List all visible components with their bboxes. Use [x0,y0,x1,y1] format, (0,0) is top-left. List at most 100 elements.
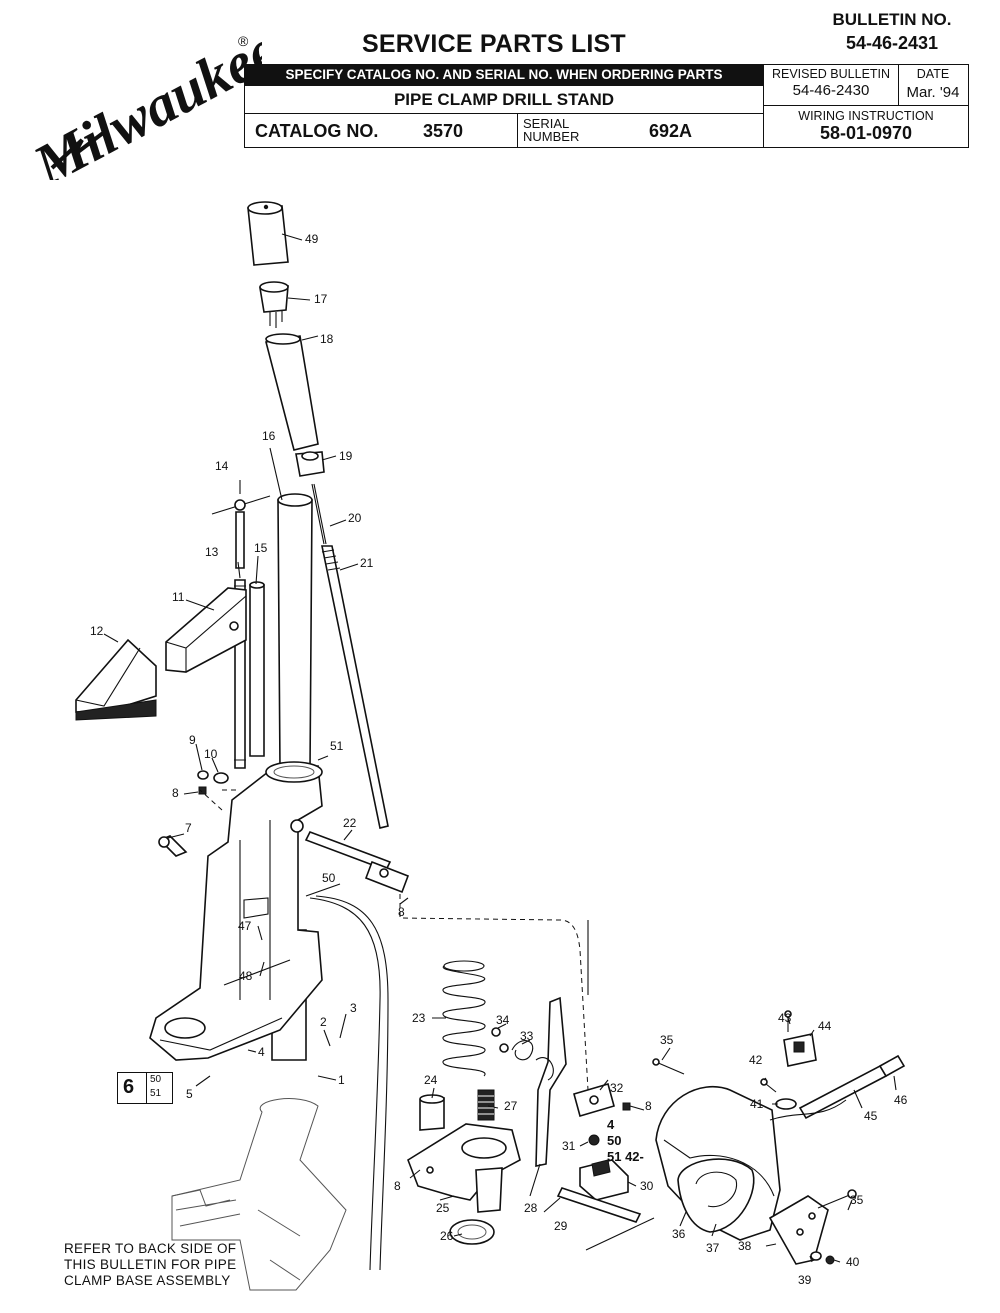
serial-label: SERIAL NUMBER [523,116,580,144]
callout-35b: 35 [850,1193,864,1207]
header-table: SPECIFY CATALOG NO. AND SERIAL NO. WHEN … [244,64,969,148]
serial-divider [517,114,518,148]
part-49-cap [247,201,289,266]
callout-45: 45 [864,1109,878,1123]
part-7-bolt [158,835,188,857]
callout-21: 21 [360,556,374,570]
callout-8c: 8 [645,1099,652,1113]
document-title: SERVICE PARTS LIST [362,30,626,58]
callout-39: 39 [798,1273,812,1287]
callout-26: 26 [440,1229,454,1243]
callout-14: 14 [215,459,229,473]
callout-24: 24 [424,1073,438,1087]
part-12-v-block [75,638,157,721]
part-19-nut [295,451,325,477]
part-31-nut [588,1134,600,1146]
pipe-clamp-base-outline [171,1098,347,1291]
part-27-spring [477,1089,495,1121]
callout-15: 15 [254,541,268,555]
revised-bulletin-cell: REVISED BULLETIN 54-46-2430 [764,65,899,105]
date-label: DATE [916,67,950,81]
partial-line-3: 51 42- [607,1149,644,1164]
callout-4: 4 [258,1045,265,1059]
callout-5: 5 [186,1087,193,1101]
part-26-clip [449,1219,495,1245]
callout-32: 32 [610,1081,624,1095]
part-40-nut [825,1255,835,1265]
partial-legend-text: 4 50 51 42- [607,1117,644,1165]
catalog-number: 3570 [423,121,464,141]
callout-40: 40 [846,1255,860,1269]
part-34-screws [491,1027,509,1053]
callout-8: 8 [172,786,179,800]
wiring-label: WIRING INSTRUCTION [798,109,934,123]
callout-28: 28 [524,1201,538,1215]
reference-box: 6 50 51 [117,1072,173,1104]
part-14-t-handle [211,495,271,569]
callout-47: 47 [238,919,252,933]
callout-41: 41 [750,1097,764,1111]
callout-44: 44 [818,1019,832,1033]
partial-line-2: 50 [607,1133,622,1148]
part-35-screw-b [817,1189,857,1209]
bulletin-info-block: REVISED BULLETIN 54-46-2430 DATE Mar. '9… [763,65,968,147]
callout-43: 43 [778,1011,792,1025]
part-29-shaft [556,1187,655,1251]
part-23-spring [442,960,486,1077]
callout-51: 51 [330,739,344,753]
date-cell: DATE Mar. '94 [898,65,968,105]
part-9-washer [197,770,209,780]
partial-line-1: 4 [607,1117,615,1132]
callout-10: 10 [204,747,218,761]
part-22-shaft [304,830,410,894]
logo-wordmark: Milwaukee [22,30,262,180]
part-17-knob [259,281,289,328]
reference-box-top: 50 [150,1074,162,1085]
callout-48: 48 [239,969,253,983]
callout-3: 3 [350,1001,357,1015]
frame-casting [149,761,323,1061]
revised-label: REVISED BULLETIN [771,67,891,81]
callout-34: 34 [496,1013,510,1027]
callout-30: 30 [640,1179,654,1193]
callout-8b: 8 [398,905,405,919]
part-18-tube [265,333,319,451]
part-20-rod [311,483,327,545]
part-33-spring-clip [511,1040,534,1061]
callout-1: 1 [338,1073,345,1087]
catalog-label: CATALOG NO. [255,121,379,141]
part-38-plate [768,1195,829,1265]
part-41-clamp [775,1098,797,1110]
callout-labels: 49 17 18 16 19 14 20 13 15 21 11 12 51 9… [90,232,908,1287]
part-50-cord [309,895,389,1271]
callout-20: 20 [348,511,362,525]
reference-box-bottom: 51 [150,1088,162,1099]
wiring-cell: WIRING INSTRUCTION 58-01-0970 [764,105,968,148]
part-35-screw [652,1058,685,1075]
part-39-washer [810,1251,822,1261]
part-46-cord-end [878,1054,906,1078]
callout-33: 33 [520,1029,534,1043]
callout-2: 2 [320,1015,327,1029]
callout-16: 16 [262,429,276,443]
callout-50: 50 [322,871,336,885]
callout-8d: 8 [394,1179,401,1193]
note-line-1: REFER TO BACK SIDE OF [64,1241,237,1256]
callout-13: 13 [205,545,219,559]
part-30-switch [579,1159,629,1201]
callout-25: 25 [436,1201,450,1215]
callout-11: 11 [172,590,185,604]
part-8-setscrew [198,786,207,795]
callout-22: 22 [343,816,357,830]
callout-35: 35 [660,1033,674,1047]
wiring-number: 58-01-0970 [819,123,913,143]
note-line-2: THIS BULLETIN FOR PIPE [64,1257,237,1272]
bulletin-label: BULLETIN NO. [832,10,952,29]
note-line-3: CLAMP BASE ASSEMBLY [64,1273,231,1288]
leader-lines [103,233,897,1263]
callout-18: 18 [320,332,334,346]
reference-box-subnumbers: 50 51 [146,1073,161,1103]
part-32-cam [573,1083,615,1117]
callout-27: 27 [504,1099,518,1113]
